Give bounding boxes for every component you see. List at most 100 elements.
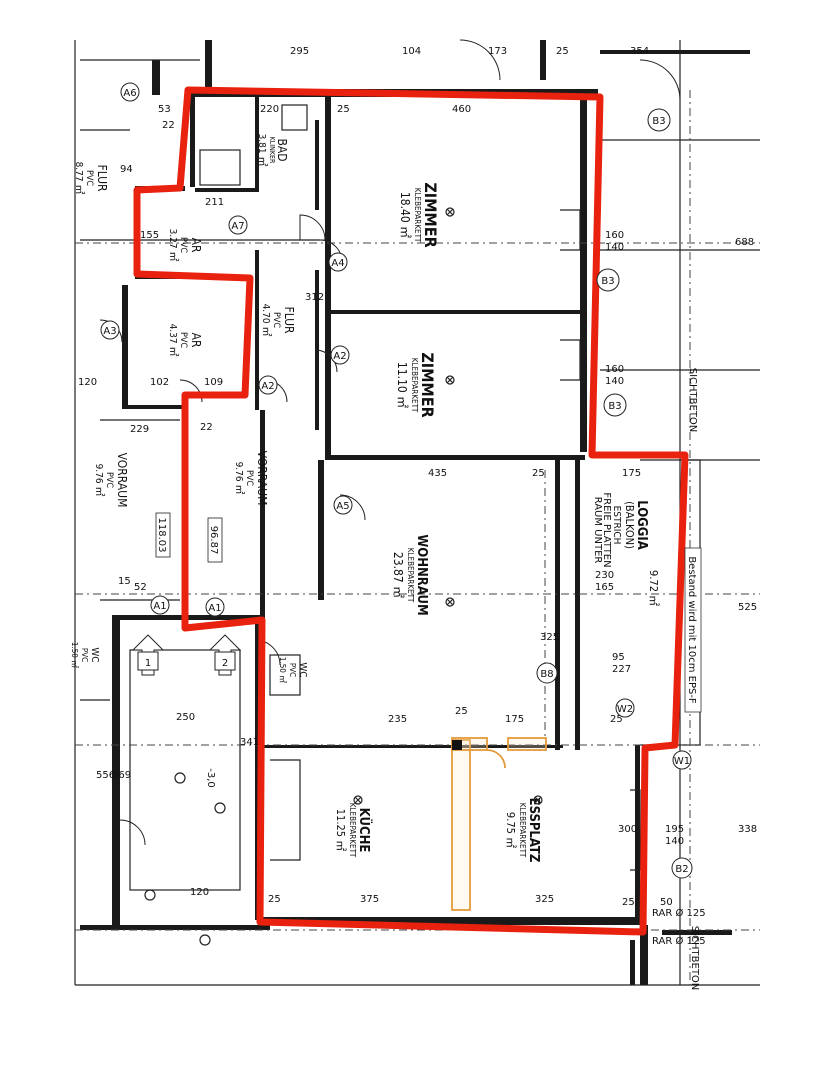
dim-inner: 25 <box>610 714 623 725</box>
tag-a7: A7 <box>228 215 248 235</box>
room-area: 4.37 ㎡ <box>167 324 179 357</box>
tag-b2: B2 <box>671 857 693 879</box>
room-name: WC <box>89 647 100 662</box>
tag-b3: B3 <box>596 268 620 292</box>
room-area: 11.10 ㎡ <box>395 362 409 408</box>
svg-text:B3: B3 <box>608 401 621 412</box>
tag-a6: A6 <box>120 82 140 102</box>
dim-left: 229 <box>130 424 149 435</box>
stair-arrow-2: 2 <box>208 634 242 676</box>
room-floor: PVC <box>271 312 281 328</box>
dim-right: 160 <box>605 364 624 375</box>
room-essplatz: ESSPLATZ KLEBEPARKETT 9.75 ㎡ <box>504 798 541 863</box>
dim-inner: 227 <box>612 664 631 675</box>
room-floor: KLEBEPARKETT <box>348 803 357 858</box>
annotation-kota: -3,0 <box>205 768 216 788</box>
dim-left: 53 <box>158 104 171 115</box>
room-area: 9.72 ㎡ <box>647 570 660 606</box>
svg-text:A7: A7 <box>231 221 244 232</box>
room-wc-1: WC PVC 1.50 ㎡ <box>70 642 100 668</box>
svg-text:B3: B3 <box>652 116 665 127</box>
dim-right: 25 <box>622 897 635 908</box>
dim-left: 120 <box>78 377 97 388</box>
dim-top: 173 <box>488 46 507 57</box>
room-area: 23.87 ㎡ <box>391 552 405 598</box>
svg-text:A6: A6 <box>123 88 136 99</box>
tag-a2: A2 <box>330 345 350 365</box>
dim-inner: 435 <box>428 468 447 479</box>
dim-inner: 235 <box>388 714 407 725</box>
tag-a5: A5 <box>333 495 353 515</box>
room-name: ZIMMER <box>421 182 440 247</box>
room-wohnraum: WOHNRAUM KLEBEPARKETT 23.87 ㎡ <box>391 534 429 615</box>
room-area: 3.81 ㎡ <box>256 134 268 167</box>
dim-right: 140 <box>605 242 624 253</box>
dim-inner: 325 <box>540 632 559 643</box>
tags: B3 B3 B3 B8 B2 A1 A2 A3 A4 A5 A6 A7 A1 A… <box>100 82 693 879</box>
dim-top: 354 <box>630 46 649 57</box>
room-name: WC <box>297 662 308 677</box>
room-flur-1: FLUR PVC 8.77 ㎡ <box>73 162 109 195</box>
room-vorraum-2: VORRAUM PVC 9.76 ㎡ <box>233 451 269 506</box>
svg-text:W2: W2 <box>617 704 633 715</box>
room-area: 18.40 ㎡ <box>398 192 412 238</box>
dim-inner: 300 <box>618 824 637 835</box>
room-area: 9.76 ㎡ <box>93 464 105 497</box>
svg-text:1: 1 <box>145 658 151 669</box>
svg-text:W1: W1 <box>674 756 690 767</box>
room-name: AR <box>189 238 203 253</box>
room-floor: KLINKER <box>268 137 276 164</box>
level-marker: 96.87 <box>208 526 219 555</box>
dim-left: 22 <box>162 120 175 131</box>
dim-left: 22 <box>200 422 213 433</box>
svg-text:B2: B2 <box>675 864 688 875</box>
room-kueche: KÜCHE KLEBEPARKETT 11.25 ㎡ <box>334 803 372 858</box>
dim-right: 140 <box>665 836 684 847</box>
tag-a1: A1 <box>205 597 225 617</box>
room-floor: PVC <box>244 470 254 486</box>
svg-text:2: 2 <box>222 658 228 669</box>
tag-w2: W2 <box>615 698 635 718</box>
room-ar-2: AR PVC 4.37 ㎡ <box>167 324 203 357</box>
room-vorraum-1: VORRAUM PVC 9.76 ㎡ <box>93 453 129 508</box>
tag-a3: A3 <box>100 320 120 340</box>
svg-text:B3: B3 <box>601 276 614 287</box>
dim-right: 525 <box>738 602 757 613</box>
annotation-unter: RAUM UNTER <box>592 497 603 564</box>
dim-right: 195 <box>665 824 684 835</box>
room-area: 9.76 ㎡ <box>233 462 245 495</box>
room-floor: ESTRICH <box>611 506 622 545</box>
dim-right: 688 <box>735 237 754 248</box>
room-sub: (BALKON) <box>623 501 636 549</box>
room-ar-1: AR PVC 3.27 ㎡ <box>167 229 203 262</box>
dim-top: 25 <box>337 104 350 115</box>
annotation-dim: 230 <box>595 570 614 581</box>
dim-inner: 50 <box>660 897 673 908</box>
room-name: LOGGIA <box>634 500 649 550</box>
room-floor: PVC <box>80 648 89 662</box>
dim-right: 140 <box>605 376 624 387</box>
dim-inner: 25 <box>268 894 281 905</box>
svg-text:B8: B8 <box>540 669 553 680</box>
dim-inner: 25 <box>455 706 468 717</box>
tag-b8: B8 <box>536 662 558 684</box>
dim-inner: 341 <box>240 737 259 748</box>
tag-a1: A1 <box>150 595 170 615</box>
room-area: 11.25 ㎡ <box>334 809 347 851</box>
dim-inner: 556 <box>96 770 115 781</box>
room-floor: PVC <box>288 663 297 677</box>
room-area: 1.50 ㎡ <box>70 642 79 668</box>
room-area: 1.50 ㎡ <box>278 657 287 683</box>
room-wc-2: WC PVC 1.50 ㎡ <box>278 657 308 683</box>
dim-inner: 25 <box>532 468 545 479</box>
dim-left: 52 <box>134 582 147 593</box>
svg-text:A1: A1 <box>153 601 166 612</box>
annotation-note: Bestand wird mit 10cm EPS-F <box>686 556 697 704</box>
dim-inner: 175 <box>622 468 641 479</box>
annotation-sichtbeton: SICHTBETON <box>689 926 700 991</box>
room-name: KÜCHE <box>356 808 372 853</box>
dim-top: 460 <box>452 104 471 115</box>
dim-inner: 369 <box>112 770 131 781</box>
dim-top: 295 <box>290 46 309 57</box>
